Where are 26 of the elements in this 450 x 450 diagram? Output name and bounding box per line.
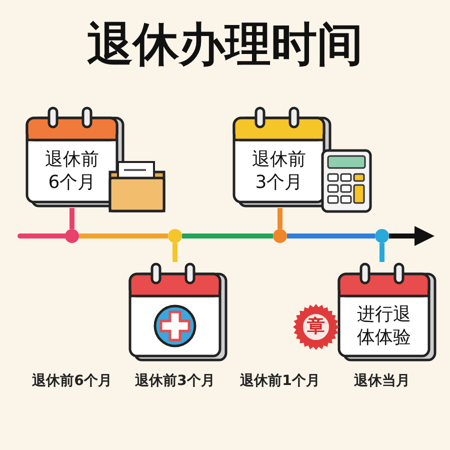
- connector-line: [172, 243, 178, 262]
- connector-line: [70, 208, 74, 229]
- time-label: 退休当月: [354, 372, 410, 390]
- calendar: [128, 262, 228, 362]
- timeline-arrow: [389, 226, 434, 246]
- calendar-text: 退休前6个月: [44, 148, 100, 194]
- calendar: [337, 262, 437, 362]
- timeline-segment: [79, 234, 168, 238]
- connector-line: [380, 243, 384, 262]
- calendar-text: 退休前3个月: [251, 148, 307, 194]
- timeline-dot: [65, 229, 79, 243]
- calendar-text: 进行退体体验: [356, 303, 412, 349]
- timeline-segment: [18, 234, 68, 238]
- connector-line: [278, 208, 282, 229]
- time-label: 退休前1个月: [240, 372, 320, 390]
- timeline-dot: [168, 229, 182, 243]
- title: 退休办理时间: [86, 16, 364, 73]
- seal-stamp: 章: [293, 304, 339, 350]
- timeline-dot: [375, 229, 389, 243]
- calendar: [25, 106, 125, 208]
- time-label: 退休前6个月: [32, 372, 112, 390]
- timeline-segment: [287, 234, 375, 238]
- time-label: 退休前3个月: [135, 372, 215, 390]
- calendar: [232, 106, 332, 208]
- timeline-segment: [182, 234, 273, 238]
- timeline-dot: [273, 229, 287, 243]
